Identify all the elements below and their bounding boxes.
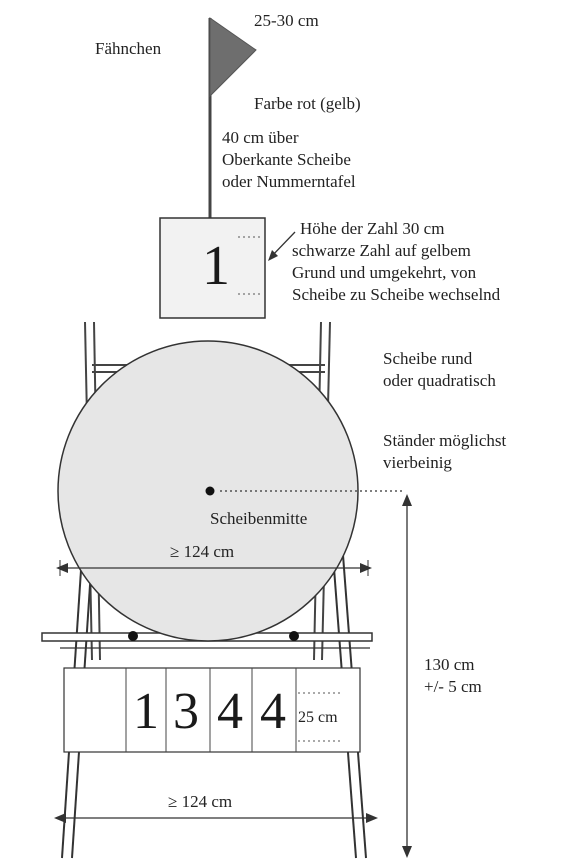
number-panel xyxy=(63,667,361,753)
disc-center-dot xyxy=(205,486,215,496)
target-number: 1 xyxy=(202,235,230,297)
flag-color-label: Farbe rot (gelb) xyxy=(254,94,361,113)
number-desc-line-1: schwarze Zahl auf gelbem xyxy=(292,241,471,260)
disc-width-arrow-right xyxy=(360,563,372,573)
flag-height-line-3: oder Nummerntafel xyxy=(222,172,356,191)
panel-digit-3: 4 xyxy=(217,683,243,740)
number-height-label: Höhe der Zahl 30 cm xyxy=(300,219,445,238)
number-pointer-arrowhead xyxy=(268,250,278,261)
height-arrow-bottom xyxy=(402,846,412,858)
height-total-line-1: 130 cm xyxy=(424,655,475,674)
disc-width-arrow-left xyxy=(56,563,68,573)
base-width-label: ≥ 124 cm xyxy=(168,792,233,811)
disc-shape-line-1: Scheibe rund xyxy=(383,349,473,368)
disc-shape-line-2: oder quadratisch xyxy=(383,371,496,390)
bolt-left xyxy=(128,631,138,641)
base-width-arrow-right xyxy=(366,813,378,823)
stand-line-1: Ständer möglichst xyxy=(383,431,507,450)
flag-height-line-2: Oberkante Scheibe xyxy=(222,150,351,169)
height-arrow-top xyxy=(402,494,412,506)
disc-center-label: Scheibenmitte xyxy=(210,509,308,528)
panel-digit-1: 1 xyxy=(133,683,159,740)
disc-width-label: ≥ 124 cm xyxy=(170,542,235,561)
flag xyxy=(209,17,257,98)
flag-height-line-1: 40 cm über xyxy=(222,128,299,147)
number-board xyxy=(159,217,266,319)
bolt-right xyxy=(289,631,299,641)
panel-digit-2: 3 xyxy=(173,683,199,740)
panel-digit-height-label: 25 cm xyxy=(298,709,338,726)
base-width-arrow-left xyxy=(54,813,66,823)
stand-line-2: vierbeinig xyxy=(383,453,452,472)
panel-digit-4: 4 xyxy=(260,683,286,740)
height-total-line-2: +/- 5 cm xyxy=(424,677,482,696)
number-desc-line-2: Grund und umgekehrt, von xyxy=(292,263,477,282)
number-desc-line-3: Scheibe zu Scheibe wechselnd xyxy=(292,285,501,304)
flag-size-label: 25-30 cm xyxy=(254,11,319,30)
flag-name-label: Fähnchen xyxy=(95,39,162,58)
